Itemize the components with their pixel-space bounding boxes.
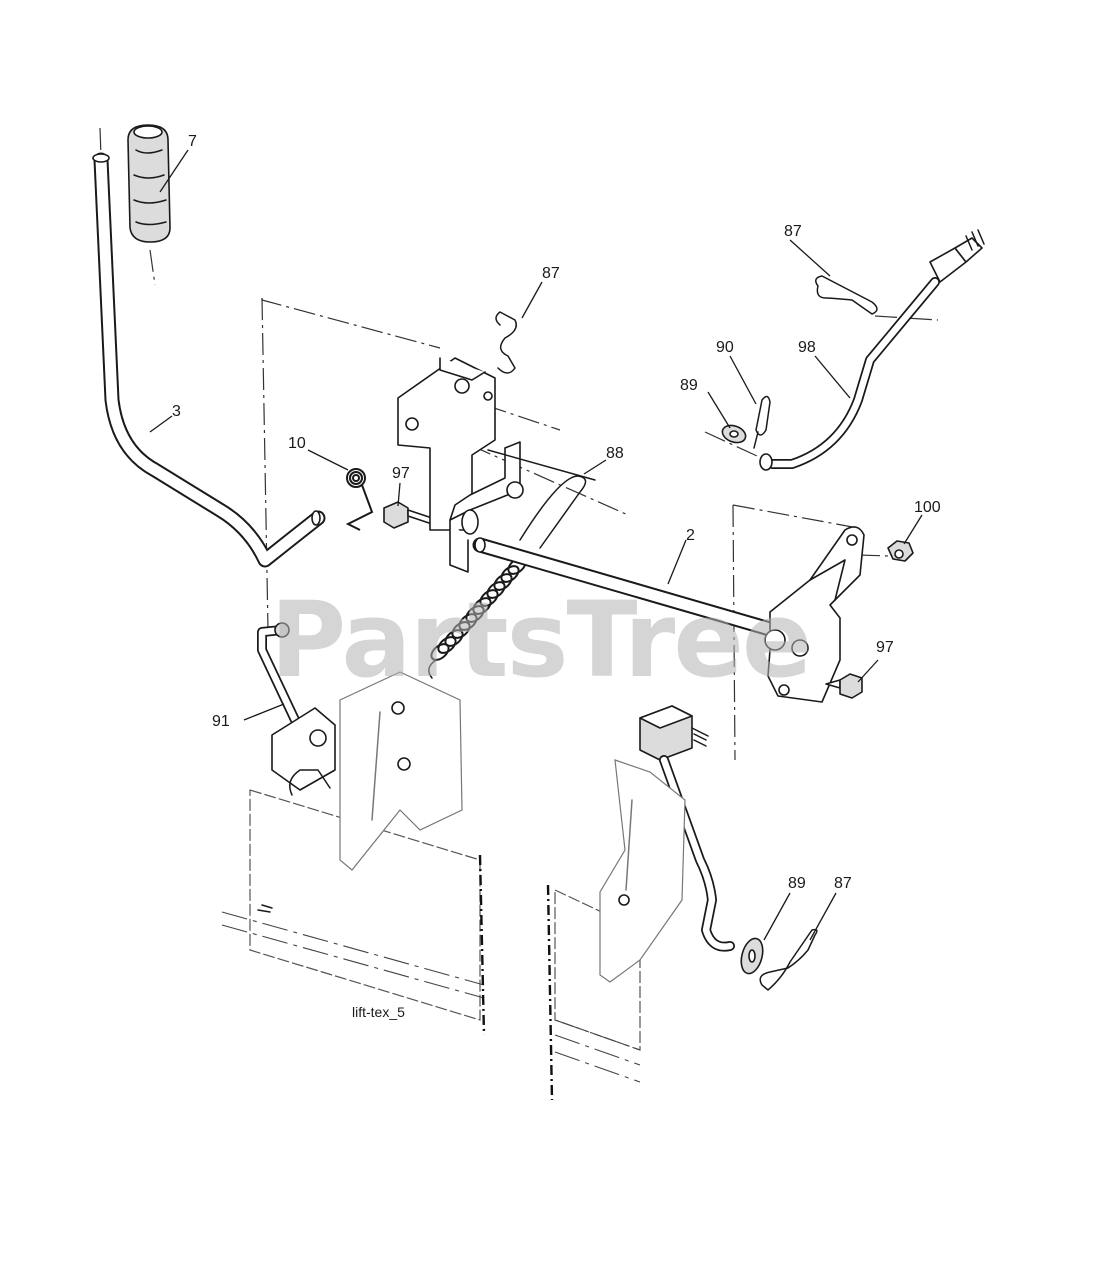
callout-87-top: 87 [542,265,560,282]
watermark-text: PartsTree [270,579,810,701]
spring-hook-rod-part [487,449,596,549]
right-deck-hanger-part [599,759,686,983]
bolt-right-part [825,673,863,699]
handle-grip-part [127,124,171,243]
callout-87-right: 87 [784,223,802,240]
left-deck-hanger-part [339,671,463,871]
callout-89-top: 89 [680,377,698,394]
right-lift-arm-part [764,526,865,703]
nut-part [887,540,914,562]
break-line-right [546,884,554,1101]
washer-89a [721,424,747,444]
callout-3: 3 [172,403,181,420]
callout-90: 90 [716,339,734,356]
hairpin-clip-87c [759,928,818,991]
callout-87-bottom: 87 [834,875,852,892]
callout-98: 98 [798,339,816,356]
callout-2: 2 [686,527,695,544]
callout-88: 88 [606,445,624,462]
lift-shaft-part [472,537,788,640]
washer-89b [740,937,764,975]
callout-97-left: 97 [392,465,410,482]
callout-7: 7 [188,133,197,150]
extension-spring-part [428,557,527,679]
lift-lever-rod-part [92,152,326,568]
hairpin-clip-87b [815,275,878,315]
callouts: 7 3 10 97 87 88 2 87 90 98 89 100 97 91 … [172,133,941,892]
torsion-spring-part [345,468,374,531]
cotter-clip-part [753,395,771,449]
callout-91: 91 [212,713,230,730]
mounting-bracket-part [397,357,524,573]
right-link-assembly-part [639,705,735,952]
bolt-left-part [383,501,433,529]
callout-89-bottom: 89 [788,875,806,892]
callout-97-right: 97 [876,639,894,656]
adjustment-rod-part [759,229,985,471]
leader-lines [149,149,923,941]
hairpin-clip-87a [495,311,517,374]
deck-outline-left [221,789,485,1021]
callout-10: 10 [288,435,306,452]
diagram-caption: lift-tex_5 [352,1004,405,1020]
callout-100: 100 [914,499,941,516]
